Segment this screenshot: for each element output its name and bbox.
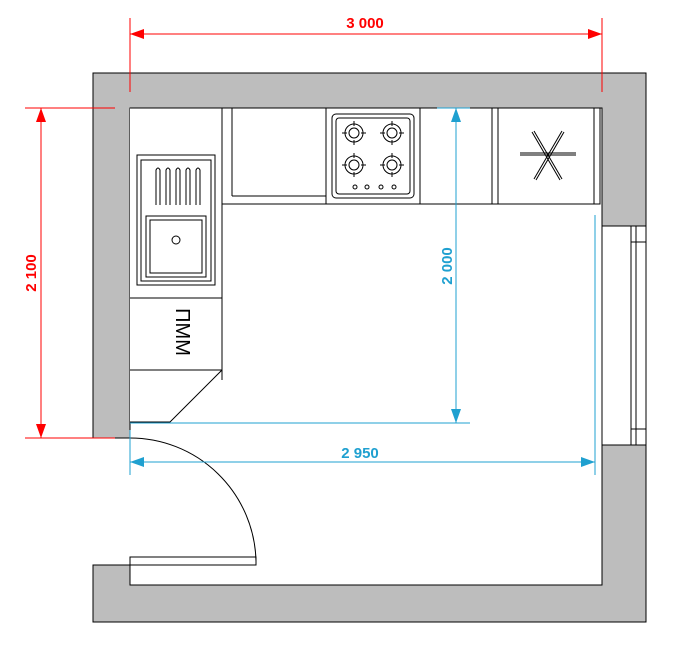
dishwasher-label: ПММ xyxy=(171,308,193,356)
outer-height-label: 2 100 xyxy=(23,254,40,292)
door-swing-icon xyxy=(129,437,257,566)
fridge-icon xyxy=(520,130,576,181)
wall-bottom-right xyxy=(92,444,647,623)
inner-dimensions xyxy=(129,107,596,475)
inner-height-label: 2 000 xyxy=(439,247,456,285)
window-icon xyxy=(601,225,647,446)
sink-icon xyxy=(136,154,216,286)
outer-width-label: 3 000 xyxy=(346,15,384,32)
cooktop-icon xyxy=(331,113,415,199)
inner-width-label: 2 950 xyxy=(341,445,379,462)
outer-dimensions xyxy=(25,18,603,439)
top-counter xyxy=(221,107,601,205)
